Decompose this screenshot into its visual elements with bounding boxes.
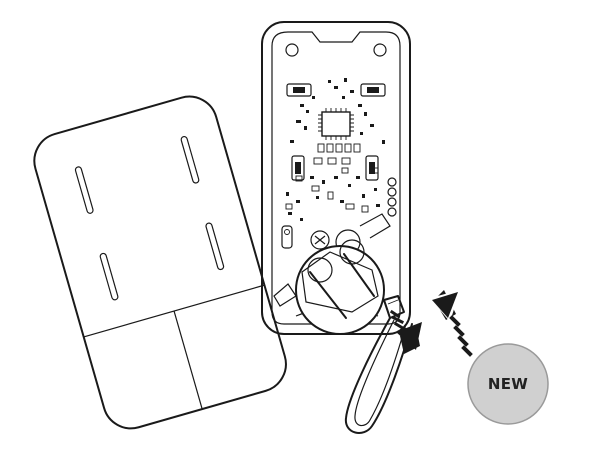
pcb-component-row	[313, 143, 361, 165]
pcb-button-left	[291, 155, 305, 181]
back-cover-outline	[33, 95, 287, 430]
arrow-in-icon	[430, 290, 473, 357]
pcb-outline-components	[285, 167, 379, 213]
pcb-button-top-left	[286, 83, 312, 97]
mounting-hole	[373, 43, 387, 57]
battery-clip	[301, 251, 379, 313]
cover-slot	[180, 135, 200, 184]
coin-cell-battery-icon	[295, 239, 385, 335]
pcb-contact-pads	[387, 177, 397, 217]
pcb-small-components	[286, 78, 385, 221]
arrow-out-icon	[389, 309, 422, 354]
back-cover	[33, 95, 287, 430]
mounting-hole	[285, 43, 299, 57]
lanyard-inner	[354, 319, 407, 427]
battery-holder-minus-mark	[310, 230, 330, 250]
lanyard-loop	[344, 295, 413, 434]
pcb-main-chip	[318, 108, 354, 140]
new-battery-badge: NEW	[467, 343, 549, 425]
pcb-outline	[271, 31, 401, 325]
back-cover-seam-vertical	[173, 310, 203, 410]
cover-slot	[99, 252, 119, 301]
lanyard-outer	[344, 317, 413, 434]
battery-edge-line	[309, 271, 347, 319]
pcb-button-top-right	[360, 83, 386, 97]
new-badge-circle	[467, 343, 549, 425]
battery-cell	[295, 245, 385, 335]
cover-slot	[74, 166, 94, 214]
cover-slot	[205, 222, 225, 271]
new-badge-label: NEW	[488, 375, 528, 393]
